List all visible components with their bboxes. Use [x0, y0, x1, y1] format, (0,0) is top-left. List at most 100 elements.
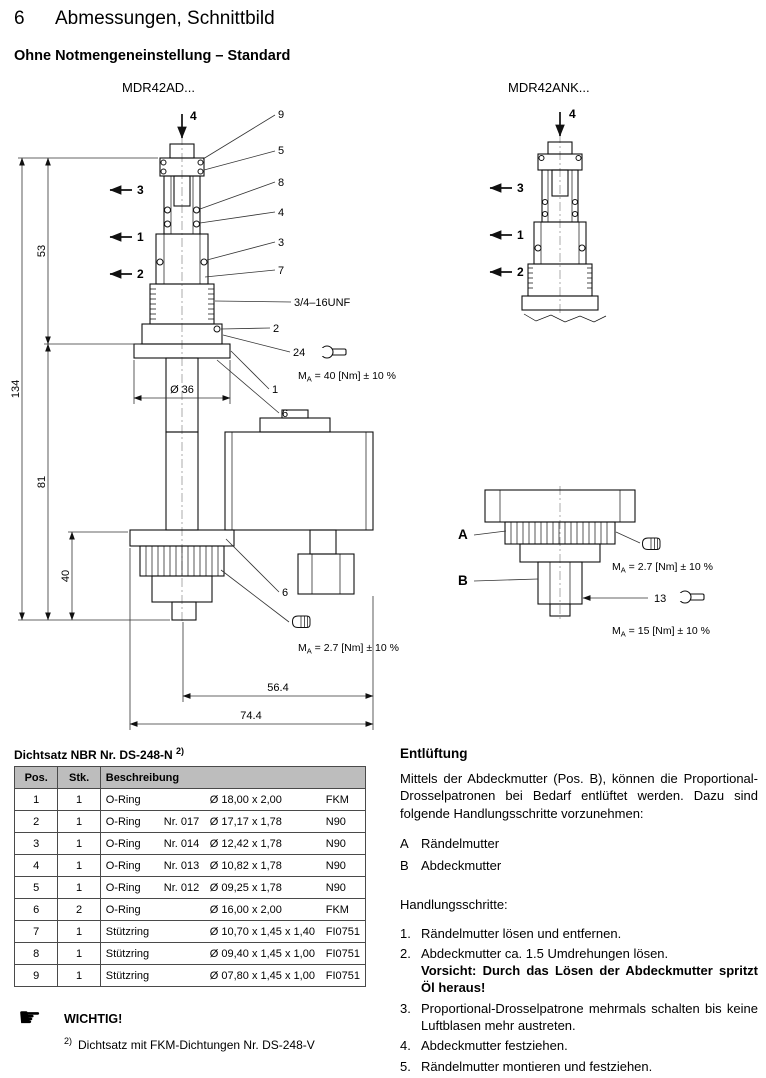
cell-nr: Nr. 014	[163, 837, 200, 850]
wrench-size-13-label: 13	[654, 593, 666, 605]
cell-dim: Ø 10,82 x 1,78	[209, 859, 282, 872]
cell-nr: Nr. 017	[163, 815, 200, 828]
mdr42ad-section-drawing: 4 3 1 2 9 5 8 4 3 7 3/4–16UNF 2 24 MA = …	[10, 109, 399, 730]
port-4-label: 4	[190, 109, 197, 123]
cartridge-body	[521, 141, 607, 323]
cell-name: O-Ring	[105, 793, 141, 806]
step-text: Rändelmutter lösen und entfernen.	[421, 925, 622, 941]
cell-name: O-Ring	[105, 903, 141, 916]
footnote: 2) Dichtsatz mit FKM-Dichtungen Nr. DS-24…	[64, 1036, 315, 1052]
header-beschreibung: Beschreibung	[99, 766, 367, 789]
legend-key: B	[400, 858, 409, 874]
cell-nr	[164, 926, 210, 938]
cell-dim: Ø 09,25 x 1,78	[209, 881, 282, 894]
cell-stk: 1	[57, 942, 101, 965]
thread-label: 3/4–16UNF	[294, 297, 351, 309]
step-text: Abdeckmutter festziehen.	[421, 1038, 568, 1054]
torque-15-label: MA = 15 [Nm] ± 10 %	[612, 625, 710, 639]
cell-pos: 5	[13, 876, 59, 899]
cell-pos: 4	[13, 854, 59, 877]
cell-stk: 1	[57, 920, 101, 943]
torque-40-label: MA = 40 [Nm] ± 10 %	[298, 370, 396, 384]
cell-stk: 1	[57, 964, 101, 987]
drawing-mdr42ank-title: MDR42ANK...	[508, 80, 590, 95]
step-text: Rändelmutter montieren und festziehen.	[421, 1058, 653, 1074]
cell-stk: 1	[57, 876, 101, 899]
step-text-main: Abdeckmutter ca. 1.5 Umdrehungen lösen.	[421, 945, 669, 961]
port-2-label: 2	[137, 267, 144, 281]
dim-744-label: 74.4	[240, 710, 261, 722]
callout-1-label: 1	[272, 384, 278, 396]
footnote-text: Dichtsatz mit FKM-Dichtungen Nr. DS-248-…	[78, 1038, 315, 1052]
cell-pos: 9	[13, 964, 59, 987]
legend-item-a: A Rändelmutter	[400, 835, 758, 852]
cell-nr: Nr. 013	[163, 859, 200, 872]
cell-nr	[164, 948, 210, 960]
step-number: 5.	[400, 1058, 411, 1074]
port-2-label: 2	[517, 265, 524, 279]
step-item: 2. Abdeckmutter ca. 1.5 Umdrehungen löse…	[400, 945, 758, 997]
cell-dim: Ø 16,00 x 2,00	[209, 903, 282, 916]
cell-mat: N90	[325, 837, 346, 850]
page-subtitle: Ohne Notmengeneinstellung – Standard	[14, 48, 291, 64]
cell-stk: 1	[57, 788, 101, 811]
drawing-mdr42ank: MDR42ANK...	[450, 80, 762, 654]
port-3-label: 3	[137, 183, 144, 197]
callout-6b-label: 6	[282, 587, 288, 599]
cell-mat: FKM	[325, 903, 349, 916]
step-item: 5. Rändelmutter montieren und festziehen…	[400, 1058, 758, 1075]
callout-8-label: 8	[278, 177, 284, 189]
port-3-label: 3	[517, 181, 524, 195]
cell-pos: 2	[13, 810, 59, 833]
callout-5-label: 5	[278, 145, 284, 157]
header-stk: Stk.	[57, 766, 101, 789]
cell-dim: Ø 09,40 x 1,45 x 1,00	[209, 947, 315, 960]
step-number: 3.	[400, 1000, 411, 1016]
callout-2-label: 2	[273, 323, 279, 335]
footnote-marker: 2)	[64, 1036, 73, 1046]
cell-pos: 1	[13, 788, 59, 811]
wrench-icon	[319, 345, 347, 359]
cell-mat: FI0751	[325, 947, 360, 960]
legend-label: Abdeckmutter	[421, 858, 502, 874]
cell-dim: Ø 17,17 x 1,78	[209, 815, 282, 828]
wrench-icon	[677, 590, 705, 604]
drawing-mdr42ad-title: MDR42AD...	[122, 80, 195, 95]
dim-134-label: 134	[10, 380, 22, 398]
callout-6-label: 6	[282, 408, 288, 420]
cell-stk: 1	[57, 832, 101, 855]
page-title: 6 Abmessungen, Schnittbild	[14, 8, 275, 30]
cell-mat: N90	[325, 859, 346, 872]
table-row: 8 1 Stützring Ø 09,40 x 1,45 x 1,00 FI0751	[13, 942, 367, 965]
cell-pos: 6	[13, 898, 59, 921]
cell-pos: 7	[13, 920, 59, 943]
seal-table-footnote-marker: 2)	[176, 746, 185, 756]
cell-mat: FKM	[325, 793, 349, 806]
drawing-mdr42ad: MDR42AD...	[10, 80, 402, 738]
cell-mat: N90	[325, 881, 346, 894]
label-b: B	[458, 573, 468, 588]
cell-name: Stützring	[105, 947, 150, 960]
port-1-label: 1	[137, 230, 144, 244]
step-item: 1. Rändelmutter lösen und entfernen.	[400, 925, 758, 942]
legend-key: A	[400, 835, 409, 851]
cartridge-body	[133, 143, 231, 433]
cell-mat: N90	[325, 815, 346, 828]
steps-heading: Handlungsschritte:	[400, 897, 508, 913]
step-number: 4.	[400, 1038, 411, 1054]
venting-paragraph: Mittels der Abdeckmutter (Pos. B), könne…	[400, 770, 758, 821]
cell-stk: 1	[57, 810, 101, 833]
wrench-size-24-label: 24	[293, 347, 305, 359]
cell-pos: 8	[13, 942, 59, 965]
callout-3-label: 3	[278, 237, 284, 249]
cell-nr	[164, 970, 210, 982]
cell-name: Stützring	[105, 969, 150, 982]
cell-dim: Ø 18,00 x 2,00	[209, 793, 282, 806]
solenoid-assembly	[129, 409, 374, 621]
step-warning: Vorsicht: Durch das Lösen der Abdeckmutt…	[421, 963, 758, 996]
